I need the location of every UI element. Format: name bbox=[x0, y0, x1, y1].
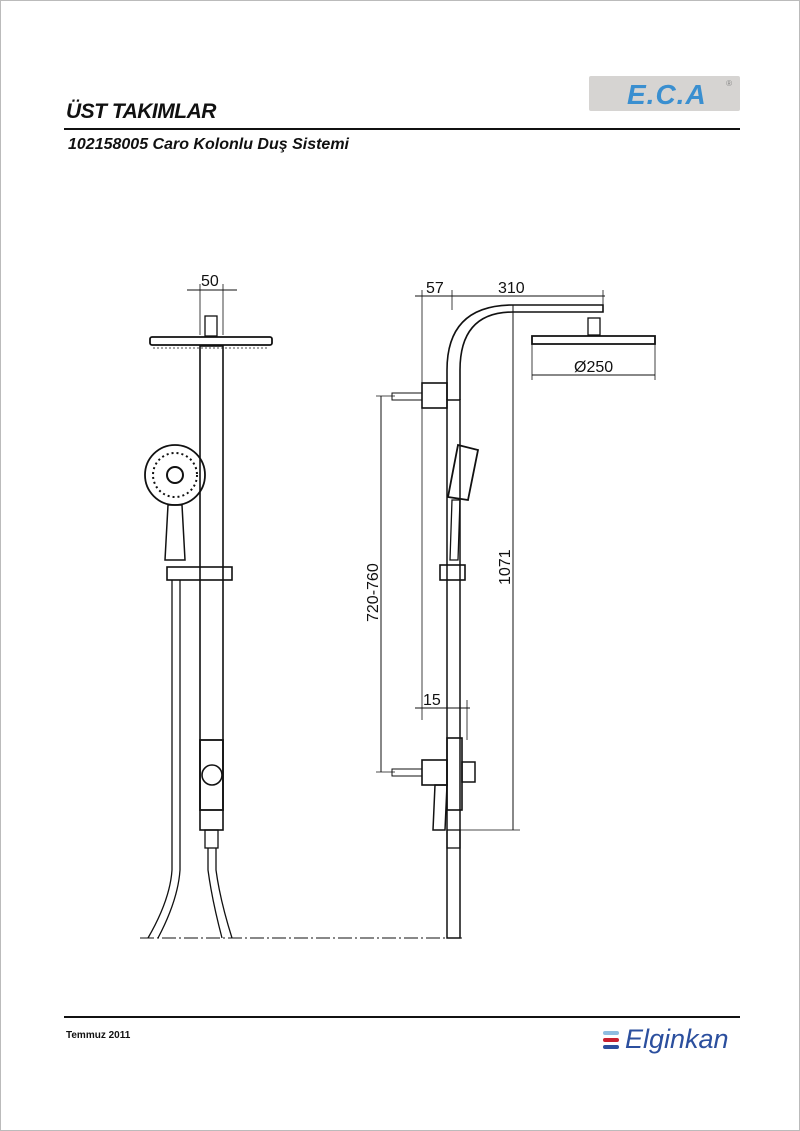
front-view: 50 bbox=[144, 273, 273, 939]
dim-head-diameter: Ø250 bbox=[574, 359, 613, 376]
footer-divider bbox=[64, 1016, 740, 1018]
elginkan-logo: Elginkan bbox=[603, 1024, 729, 1055]
dim-total-height: 1071 bbox=[497, 549, 514, 585]
dim-wall-offset: 57 bbox=[426, 280, 444, 297]
dim-arm-length: 310 bbox=[498, 280, 525, 297]
side-view: 57 310 Ø250 720-760 1071 15 bbox=[365, 280, 656, 939]
product-subtitle: 102158005 Caro Kolonlu Duş Sistemi bbox=[68, 136, 349, 153]
elginkan-mark-icon bbox=[603, 1030, 619, 1049]
eca-logo: E.C.A® bbox=[589, 76, 740, 111]
dim-mixer-offset: 15 bbox=[423, 692, 441, 709]
header-divider bbox=[64, 128, 740, 130]
dim-bracket-spacing: 720-760 bbox=[365, 563, 382, 622]
dim-front-width: 50 bbox=[201, 273, 219, 290]
page-title: ÜST TAKIMLAR bbox=[66, 100, 216, 123]
document-date: Temmuz 2011 bbox=[66, 1030, 131, 1041]
